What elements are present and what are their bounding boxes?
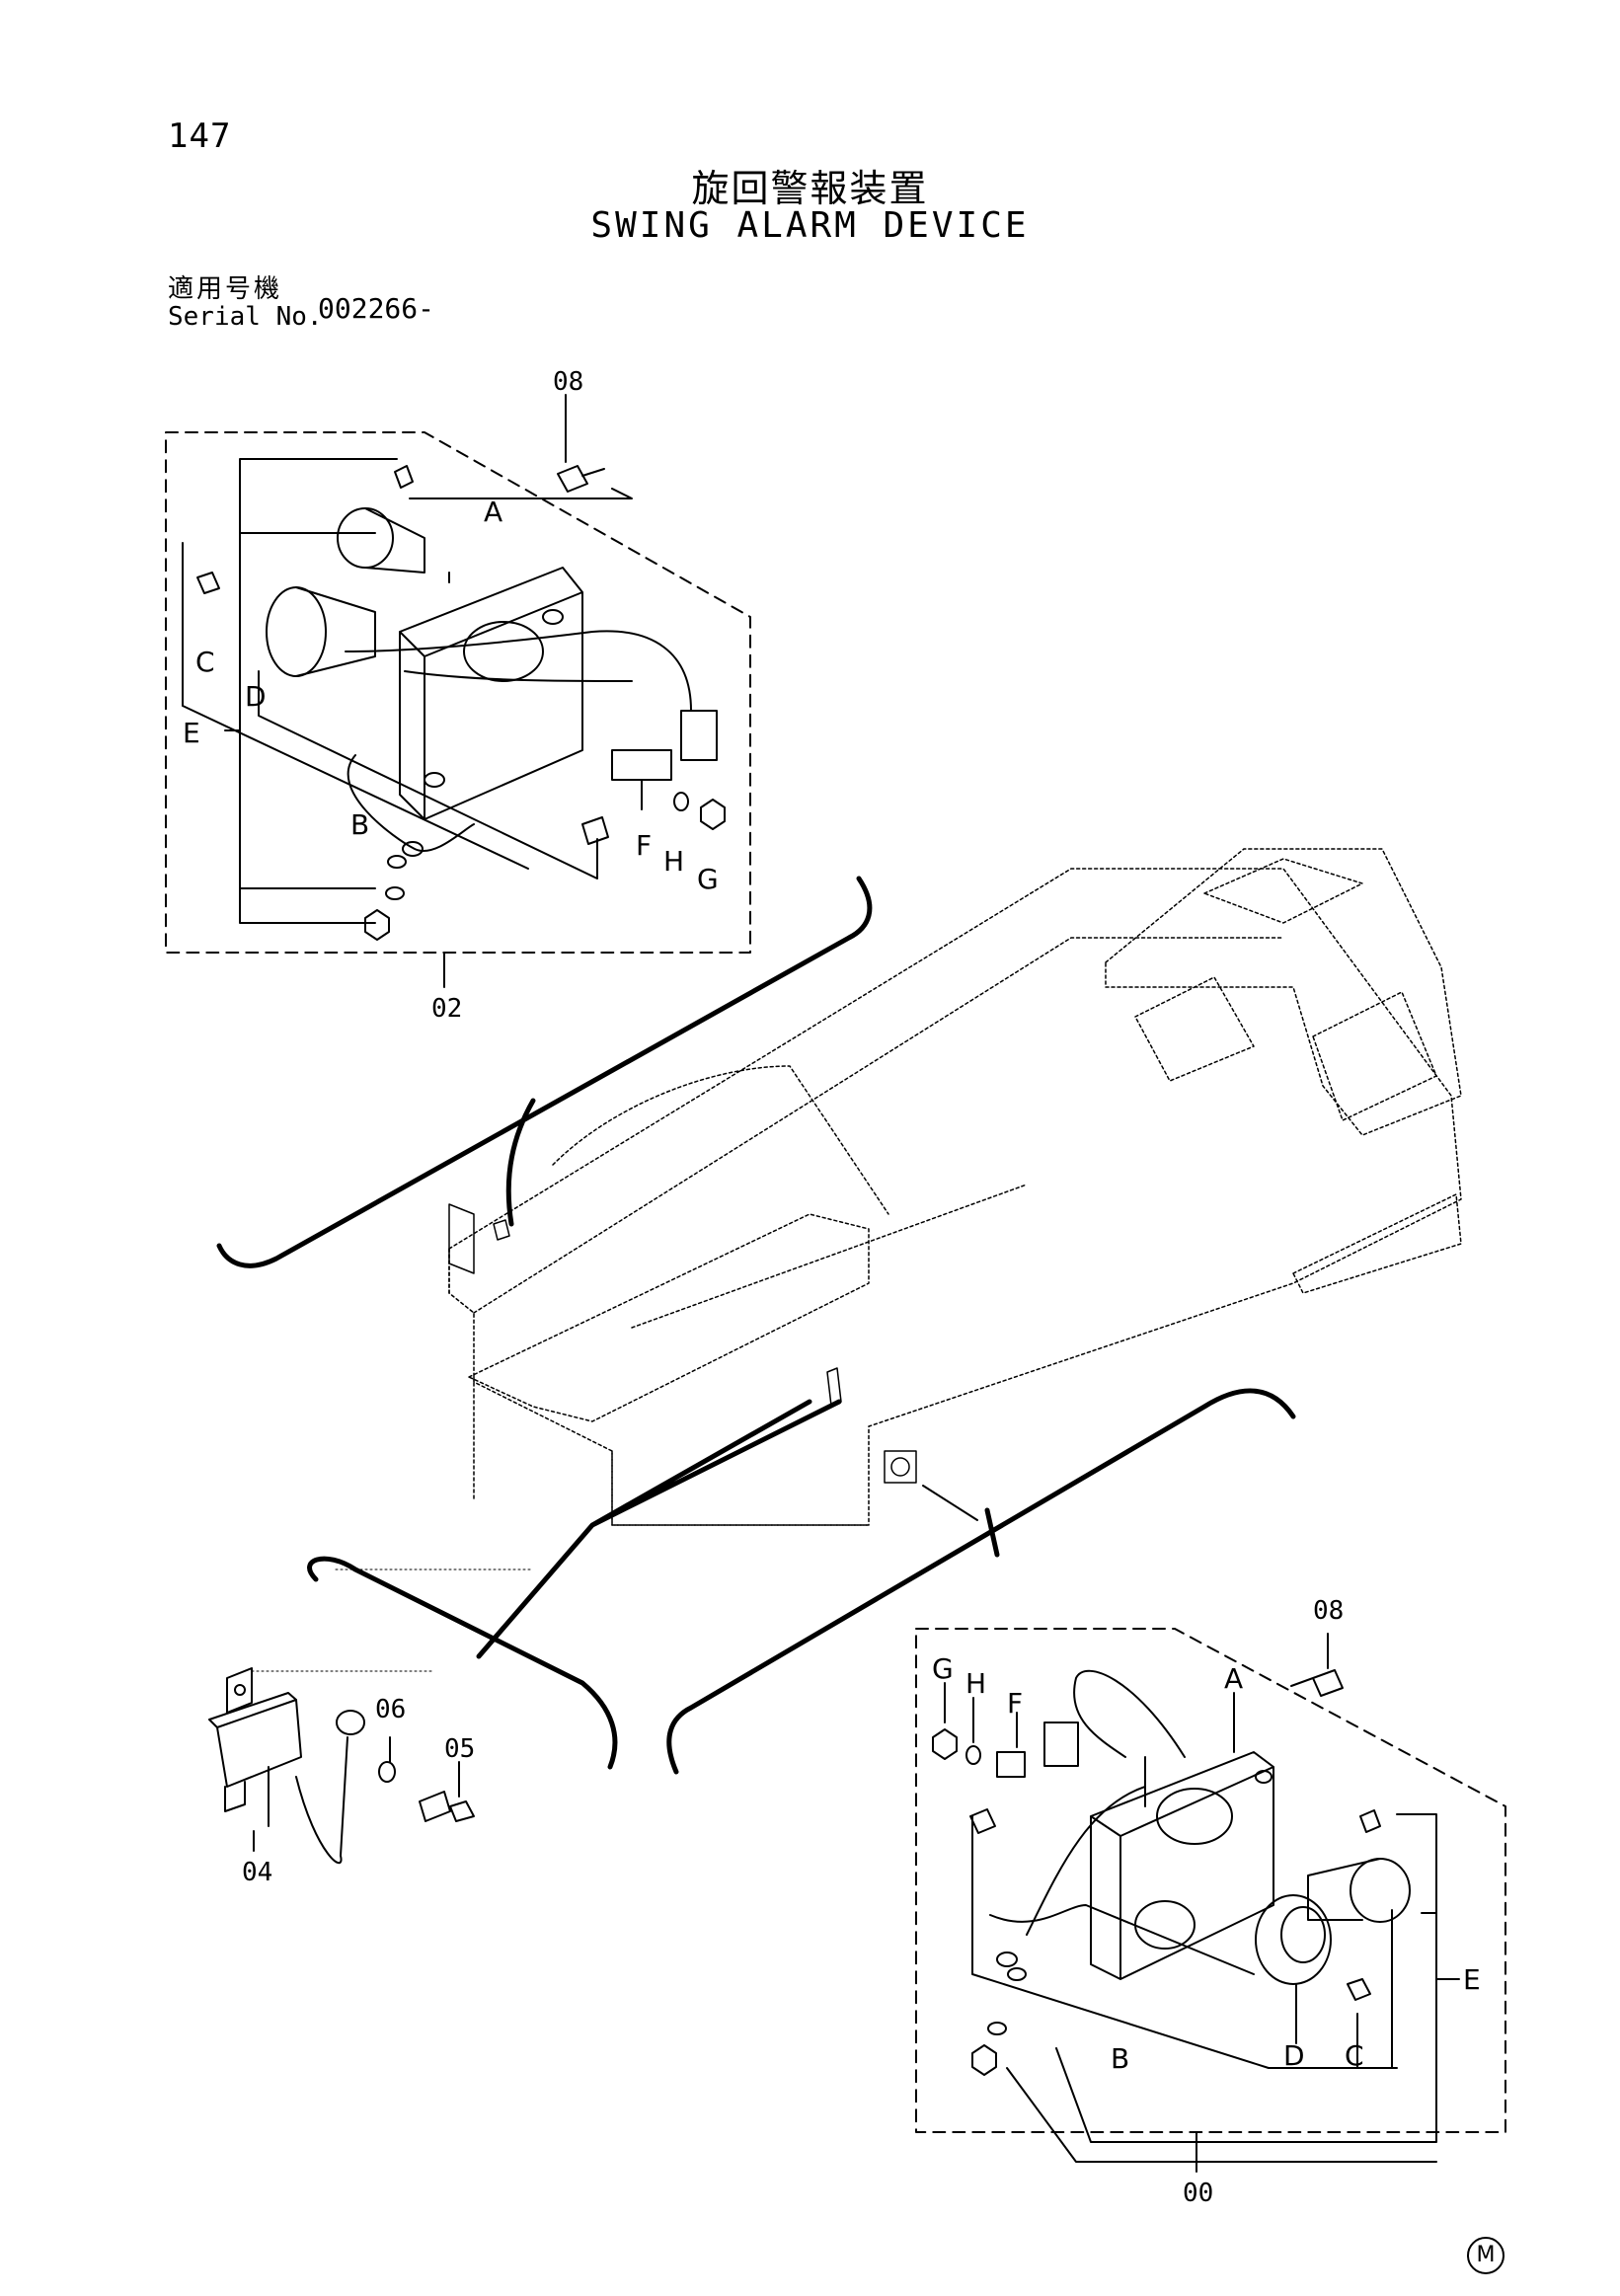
detail-bottom-nut-g — [932, 1728, 958, 1760]
detail-top-bracket — [399, 567, 583, 820]
detail-bottom-label-g: G — [932, 1652, 954, 1685]
serial-label-japanese: 適用号機 — [168, 274, 283, 304]
detail-top-ref-assembly: 02 — [431, 994, 462, 1024]
relay-screw — [419, 1791, 475, 1822]
relay-ref-screw: 05 — [444, 1734, 475, 1764]
detail-top-label-b: B — [350, 808, 369, 841]
detail-top-clip — [611, 749, 672, 810]
detail-bottom-ref-assembly: 00 — [1183, 2179, 1213, 2208]
detail-top-dashed-outline — [165, 431, 751, 954]
relay-detail: 06 05 04 — [208, 1667, 475, 1887]
detail-bottom-dashed-outline — [915, 1628, 1506, 2133]
detail-bottom-harness — [1026, 1669, 1186, 1936]
machine-frame — [448, 848, 1462, 1526]
detail-top-screw — [581, 816, 609, 845]
footer-mark: M — [1467, 2237, 1504, 2274]
detail-top-ref-bolt: 08 — [553, 367, 583, 397]
detail-bottom-label-d: D — [1283, 2039, 1305, 2072]
page-number: 147 — [168, 116, 232, 156]
serial-label-english: Serial No. — [168, 302, 323, 332]
detail-top-bolt-c — [196, 572, 220, 594]
detail-top-connector — [680, 710, 718, 761]
page-title-english: SWING ALARM DEVICE — [590, 205, 1030, 246]
relay-body — [208, 1692, 302, 1788]
detail-top-alarm-horn — [266, 586, 327, 677]
detail-bottom-label-b: B — [1111, 2042, 1129, 2075]
detail-top-label-h: H — [663, 845, 684, 878]
detail-top-harness — [345, 630, 692, 712]
detail-top-label-d: D — [245, 680, 267, 713]
detail-bottom-alarm-horn — [1255, 1894, 1332, 1985]
detail-bottom-label-e: E — [1463, 1963, 1481, 1996]
detail-bottom-label-c: C — [1345, 2039, 1364, 2072]
detail-bottom-label-f: F — [1007, 1687, 1023, 1720]
detail-bottom-label-h: H — [965, 1667, 986, 1700]
detail-bottom-bolt-08 — [1290, 1669, 1344, 1697]
detail-bottom-buzzer — [1350, 1858, 1411, 1923]
relay-ref-relay: 04 — [242, 1858, 272, 1887]
relay-ref-washer: 06 — [375, 1695, 406, 1724]
detail-top-leaders — [182, 458, 633, 924]
serial-number-value: 002266- — [318, 292, 435, 325]
detail-top-label-a: A — [484, 496, 502, 528]
callout-curves — [216, 876, 1296, 1775]
detail-bottom-label-a: A — [1224, 1662, 1243, 1695]
detail-bottom-connector — [1043, 1722, 1079, 1767]
detail-top-label-g: G — [697, 863, 719, 895]
detail-top-group: A B C D E F G H 08 02 — [165, 367, 751, 1024]
detail-bottom-washer-h — [965, 1745, 981, 1765]
detail-bottom-bolt-c — [1347, 1978, 1371, 2001]
detail-top-label-c: C — [195, 646, 215, 678]
detail-bottom-group: A B C D E F G H 08 00 — [915, 1596, 1506, 2208]
detail-bottom-leaders — [944, 1682, 1460, 2163]
detail-top-label-e: E — [183, 717, 200, 749]
detail-bottom-clip — [996, 1751, 1026, 1778]
relay-ground-wire — [295, 1736, 348, 1865]
detail-bottom-ref-bolt: 08 — [1313, 1596, 1344, 1626]
detail-top-bracket-hole — [463, 621, 544, 682]
relay-washer — [378, 1761, 396, 1783]
page-title-japanese: 旋回警報装置 — [691, 167, 929, 210]
detail-top-washer-h — [673, 792, 689, 811]
detail-top-bolt-08 — [557, 465, 605, 493]
detail-top-nut-g — [700, 799, 726, 830]
machine-cab — [1105, 848, 1462, 1136]
detail-top-label-f: F — [636, 829, 652, 862]
